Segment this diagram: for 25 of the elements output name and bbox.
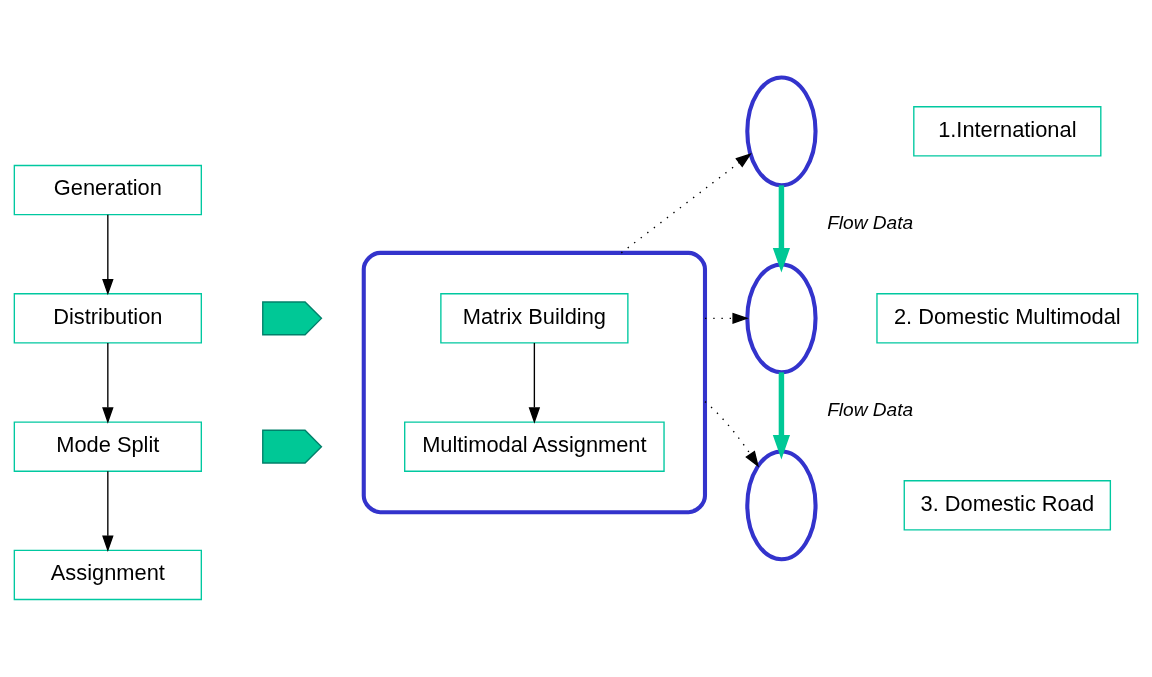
arrow xyxy=(102,470,114,552)
node-box: Mode Split xyxy=(13,421,202,472)
node-ellipse xyxy=(745,262,818,375)
arrow xyxy=(102,214,114,296)
node-pentagon xyxy=(262,301,323,336)
arrow xyxy=(772,185,791,273)
node-box: 3. Domestic Road xyxy=(903,480,1112,531)
node-pentagon xyxy=(262,429,323,464)
arrow xyxy=(528,342,541,424)
node-ellipse xyxy=(745,75,818,188)
arrow xyxy=(620,153,752,254)
node-box: Generation xyxy=(13,164,202,216)
node-box: Matrix Building xyxy=(440,293,629,344)
node-box: 2. Domestic Multimodal xyxy=(876,293,1139,344)
edge-label: Flow Data xyxy=(827,212,914,234)
arrow xyxy=(704,312,749,325)
edge-label: Flow Data xyxy=(827,399,914,421)
arrow xyxy=(704,400,759,468)
arrow xyxy=(772,372,791,460)
cluster xyxy=(361,250,708,515)
node-box: Assignment xyxy=(13,549,202,601)
node-box: 1.International xyxy=(913,106,1102,157)
node-box: Distribution xyxy=(13,293,202,344)
node-box: Multimodal Assignment xyxy=(404,421,665,472)
arrow xyxy=(102,342,114,424)
